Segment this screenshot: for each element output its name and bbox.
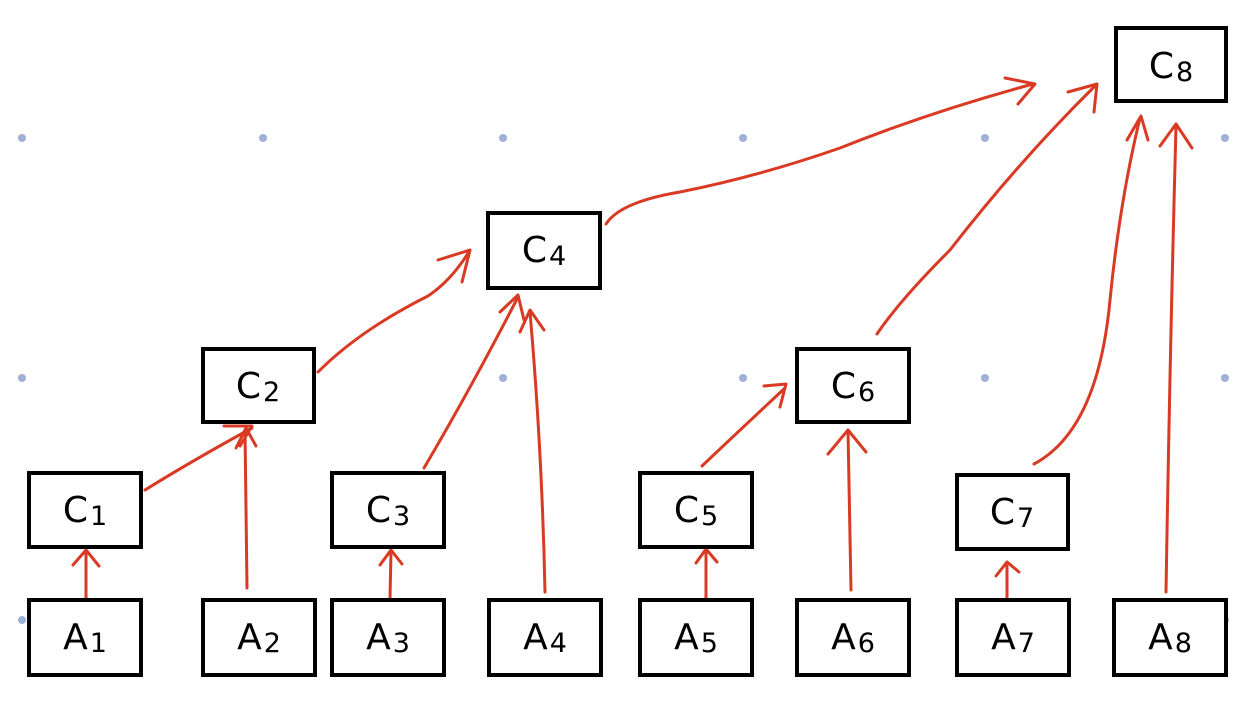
grid-dot <box>18 374 26 382</box>
grid-dot <box>499 134 507 142</box>
arrowhead-c7-c8 <box>1125 114 1150 142</box>
node-c8-label: C8 <box>1149 46 1193 88</box>
node-c4: C4 <box>486 211 602 290</box>
node-a5: A5 <box>638 598 754 677</box>
edge-c2-c4 <box>316 248 472 374</box>
grid-dot <box>499 374 507 382</box>
arrowhead-a2-c2 <box>234 426 258 450</box>
node-a8-label: A8 <box>1148 617 1192 659</box>
node-c6-label: C6 <box>831 366 875 408</box>
edge-a2-c2 <box>243 428 249 590</box>
edge-a6-c6 <box>846 428 853 592</box>
node-c1-label: C1 <box>63 490 107 532</box>
edge-a3-c3 <box>388 550 393 600</box>
edge-c1-c2 <box>143 426 254 492</box>
grid-dot <box>18 616 26 624</box>
grid-dot <box>739 134 747 142</box>
node-a6: A6 <box>795 598 911 677</box>
node-a6-label: A6 <box>831 617 875 659</box>
node-c5: C5 <box>638 471 754 549</box>
node-c5-label: C5 <box>674 490 718 532</box>
arrowhead-a3-c3 <box>378 548 404 567</box>
node-c1: C1 <box>27 471 143 549</box>
grid-dot <box>739 374 747 382</box>
node-a1: A1 <box>27 598 143 677</box>
node-c2: C2 <box>201 347 316 424</box>
grid-dot <box>18 134 26 142</box>
arrowhead-c4-c8 <box>1003 76 1037 106</box>
nodes: C8 C4 C2 C6 C1 C3 C5 C7 <box>27 26 1228 677</box>
node-a3: A3 <box>330 598 446 677</box>
edge-c3-c4 <box>422 295 520 470</box>
node-c7-label: C7 <box>990 492 1034 534</box>
arrowhead-c5-c6 <box>762 382 788 409</box>
edge-c6-c8 <box>875 84 1097 336</box>
node-a2-label: A2 <box>237 617 281 659</box>
node-a1-label: A1 <box>63 617 107 659</box>
node-a8: A8 <box>1112 598 1228 677</box>
grid-dot <box>981 134 989 142</box>
node-c7: C7 <box>955 473 1070 551</box>
node-a5-label: A5 <box>674 617 718 659</box>
grid-dot <box>259 134 267 142</box>
node-c4-label: C4 <box>522 230 566 272</box>
node-c3: C3 <box>330 471 446 549</box>
node-a7: A7 <box>955 598 1071 677</box>
arrowhead-a7-c7 <box>994 560 1021 578</box>
edge-c4-c8 <box>604 82 1035 226</box>
edge-c7-c8 <box>1032 116 1142 466</box>
arrowhead-c2-c4 <box>436 248 472 284</box>
grid-dot <box>981 374 989 382</box>
node-c8: C8 <box>1114 26 1228 103</box>
node-a4-label: A4 <box>523 617 567 659</box>
edges <box>71 76 1194 600</box>
node-c3-label: C3 <box>366 490 410 532</box>
edge-a4-c4 <box>528 310 547 594</box>
arrowhead-a1-c1 <box>71 548 101 568</box>
arrowhead-a6-c6 <box>826 428 868 456</box>
arrowhead-c6-c8 <box>1066 82 1099 114</box>
arrowhead-a4-c4 <box>518 308 546 334</box>
node-c2-label: C2 <box>236 366 280 408</box>
node-a3-label: A3 <box>366 617 410 659</box>
edge-a8-c8 <box>1164 124 1178 594</box>
node-a4: A4 <box>487 598 603 677</box>
node-a7-label: A7 <box>991 617 1035 659</box>
grid-dot <box>1221 374 1229 382</box>
grid-dot <box>1221 134 1229 142</box>
arrowhead-c3-c4 <box>498 293 526 322</box>
node-a2: A2 <box>201 598 317 677</box>
node-c6: C6 <box>795 347 911 424</box>
edge-c5-c6 <box>700 386 787 468</box>
arrowhead-a8-c8 <box>1158 122 1194 150</box>
